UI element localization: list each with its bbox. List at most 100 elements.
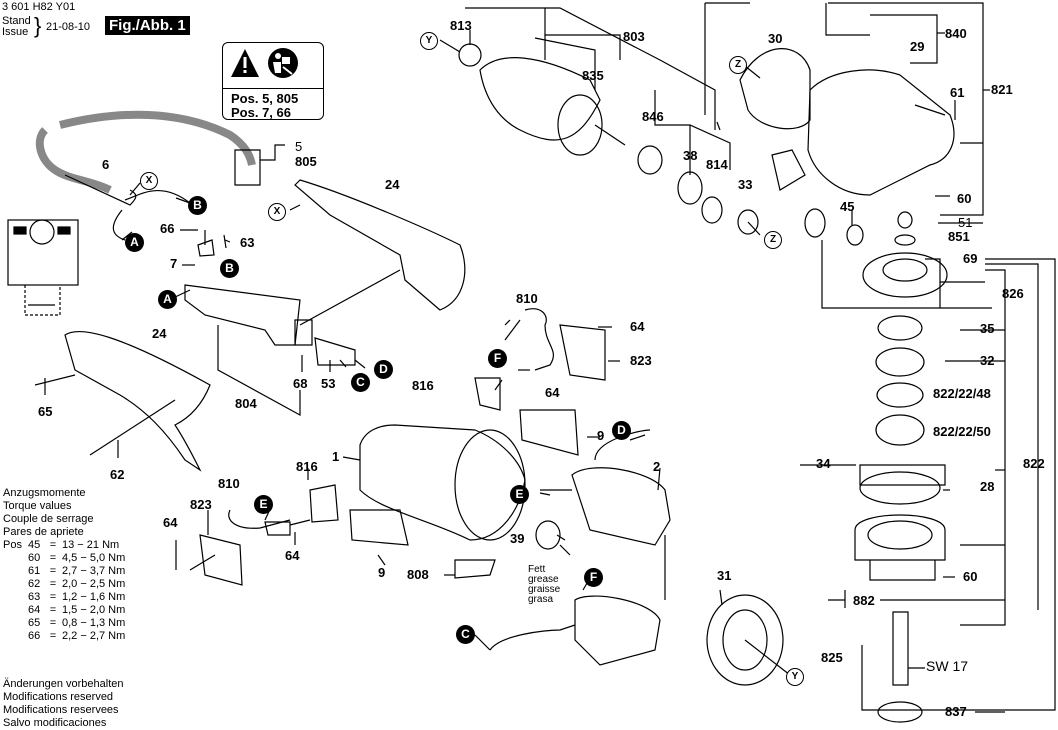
part-label-882: 882 — [853, 593, 875, 608]
connector-marker-x: X — [268, 203, 286, 221]
part-label-816-bottom: 816 — [296, 459, 318, 474]
torque-row: 63 = 1,2 − 1,6 Nm — [3, 591, 125, 604]
part-label-840: 840 — [945, 26, 967, 41]
part-label-24-top: 24 — [385, 177, 400, 192]
part-label-813: 813 — [450, 18, 472, 33]
grease-note-fr: graisse — [528, 584, 561, 595]
part-label-6: 6 — [102, 157, 110, 172]
part-label-823-top: 823 — [630, 353, 652, 368]
part-label-837: 837 — [945, 704, 967, 719]
torque-row: 64 = 1,5 − 2,0 Nm — [3, 604, 125, 617]
torque-row: 65 = 0,8 − 1,3 Nm — [3, 617, 125, 630]
modifications-notes: Änderungen vorbehalten Modifications res… — [3, 678, 123, 730]
brace: } — [34, 13, 42, 38]
part-label-64-b: 64 — [545, 385, 560, 400]
torque-value: 4,5 − 5,0 Nm — [62, 552, 126, 564]
part-label-64-c: 64 — [163, 515, 178, 530]
part-label-39: 39 — [510, 531, 525, 546]
part-label-816-top: 816 — [412, 378, 434, 393]
grease-note: Fett grease graisse grasa — [528, 565, 560, 605]
part-label-64-d: 64 — [285, 548, 300, 563]
torque-row: Pos 45 = 13 − 21 Nm — [3, 539, 125, 552]
torque-title-fr: Couple de serrage — [3, 513, 94, 525]
torque-eq: = — [49, 617, 57, 629]
torque-eq: = — [49, 591, 57, 603]
part-label-61: 61 — [950, 85, 965, 100]
part-label-805: 805 — [295, 154, 317, 169]
connector-marker-c: C — [456, 625, 475, 644]
connector-marker-z: Z — [729, 56, 747, 74]
read-manual-icon — [268, 48, 298, 78]
part-label-835: 835 — [582, 68, 604, 83]
torque-value: 13 − 21 Nm — [62, 539, 120, 551]
part-label-30: 30 — [768, 31, 783, 46]
part-label-66: 66 — [160, 221, 175, 236]
issue-date: 21-08-10 — [46, 21, 91, 33]
torque-title-en: Torque values — [3, 500, 72, 512]
torque-title-es: Pares de apriete — [3, 526, 84, 538]
part-label-810-top: 810 — [516, 291, 538, 306]
part-label-60-bottom: 60 — [963, 569, 978, 584]
torque-row: 60 = 4,5 − 5,0 Nm — [3, 552, 125, 565]
torque-value: 2,0 − 2,5 Nm — [62, 578, 126, 590]
torque-row: 62 = 2,0 − 2,5 Nm — [3, 578, 125, 591]
bracket-821 — [828, 2, 984, 216]
torque-pos: 64 — [28, 604, 41, 616]
bearing-813-shape — [458, 43, 482, 67]
torque-value: 2,2 − 2,7 Nm — [62, 630, 126, 642]
warning-triangle-icon — [231, 49, 259, 77]
note-fr: Modifications reservees — [3, 704, 119, 716]
part-label-51: 51 — [958, 215, 973, 230]
note-de: Änderungen vorbehalten — [3, 678, 124, 690]
torque-pos: 65 — [28, 617, 41, 629]
part-label-28: 28 — [980, 479, 995, 494]
torque-pos: 63 — [28, 591, 41, 603]
part-label-29: 29 — [910, 39, 925, 54]
part-label-814: 814 — [706, 157, 728, 172]
connector-marker-b: B — [188, 196, 207, 215]
part-label-33: 33 — [738, 177, 753, 192]
part-label-7: 7 — [170, 256, 178, 271]
part-label-804: 804 — [235, 396, 257, 411]
connector-marker-f: F — [488, 349, 507, 368]
stand-label: Stand — [2, 15, 31, 27]
connector-marker-a: A — [125, 233, 144, 252]
grease-note-de: Fett — [528, 564, 546, 575]
part-label-826: 826 — [1002, 286, 1024, 301]
part-label-32: 32 — [980, 353, 995, 368]
part-label-34: 34 — [816, 456, 831, 471]
part-label-810-bottom: 810 — [218, 476, 240, 491]
part-label-24-bottom: 24 — [152, 326, 167, 341]
part-label-53: 53 — [321, 376, 336, 391]
figure-label: Fig./Abb. 1 — [105, 16, 190, 35]
note-en: Modifications reserved — [3, 691, 114, 703]
part-label-35: 35 — [980, 321, 995, 336]
torque-pos: 62 — [28, 578, 41, 590]
connector-marker-z: Z — [764, 231, 782, 249]
part-label-69: 69 — [963, 251, 978, 266]
part-label-60-top: 60 — [957, 191, 972, 206]
part-label-808: 808 — [407, 567, 429, 582]
part-label-64-a: 64 — [630, 319, 645, 334]
part-label-825: 825 — [821, 650, 843, 665]
torque-table: Anzugsmomente Torque values Couple de se… — [3, 487, 125, 643]
connector-marker-y: Y — [786, 668, 804, 686]
torque-eq: = — [49, 565, 57, 577]
part-label-822-22-50: 822/22/50 — [933, 424, 991, 439]
part-label-65: 65 — [38, 404, 53, 419]
torque-title-de: Anzugsmomente — [3, 487, 86, 499]
torque-row: 66 = 2,2 − 2,7 Nm — [3, 630, 125, 643]
torque-value: 2,7 − 3,7 Nm — [62, 565, 126, 577]
issue-label: Issue — [2, 26, 29, 38]
torque-row: 61 = 2,7 − 3,7 Nm — [3, 565, 125, 578]
connector-marker-c: C — [351, 373, 370, 392]
connector-marker-e: E — [510, 485, 529, 504]
connector-marker-f: F — [584, 568, 603, 587]
part-label-38: 38 — [683, 148, 698, 163]
part-label-62: 62 — [110, 467, 125, 482]
part-label-1: 1 — [332, 449, 340, 464]
connector-marker-y: Y — [420, 32, 438, 50]
part-label-45: 45 — [840, 199, 855, 214]
warning-line-2: Pos. 7, 66 — [231, 105, 291, 120]
